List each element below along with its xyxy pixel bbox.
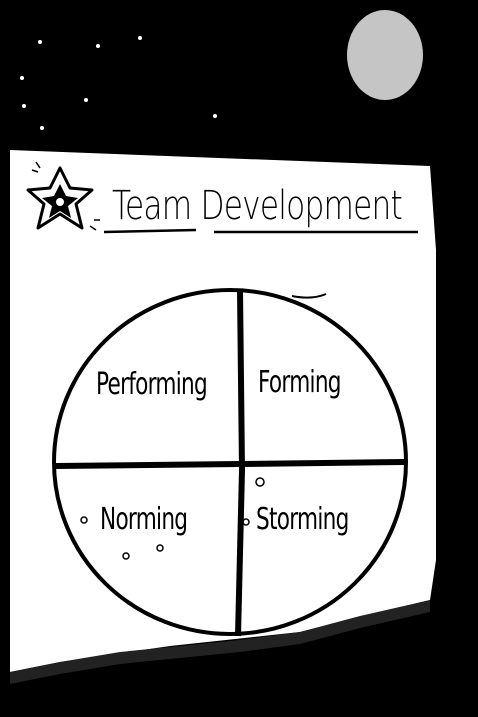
star-doodle-icon [26,161,100,231]
quadrant-label-norming: Norming [100,502,188,537]
speck [138,36,142,40]
speck [38,40,42,44]
quadrant-label-performing: Performing [96,367,208,402]
speck [96,44,100,48]
speck [20,76,24,80]
paper-surface [10,150,436,672]
speck [213,114,217,118]
pen-mark [291,293,327,299]
light-glare [347,10,423,100]
quadrant-label-storming: Storming [256,502,349,537]
title-underline-1 [103,228,197,234]
speck [40,126,44,130]
paper-shadow-edge [10,600,430,684]
smiley-doodles [80,477,265,560]
speck [84,98,88,102]
speck [22,104,26,108]
horizontal-divider [55,459,405,469]
quadrant-label-forming: Forming [258,365,341,400]
page-title: Team Development [112,183,403,229]
vertical-divider [235,289,246,637]
development-circle [52,288,408,636]
